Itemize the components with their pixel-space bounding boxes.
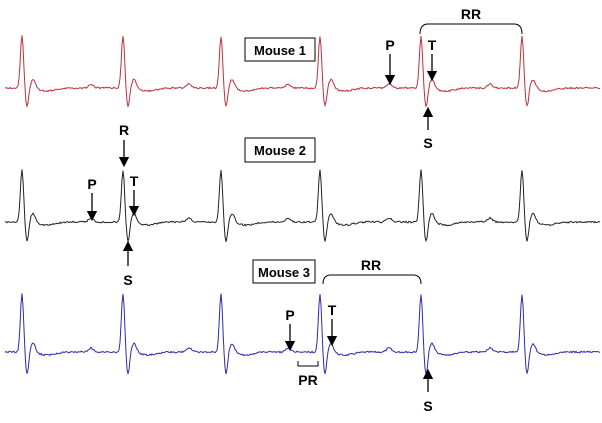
m1-rr-label: RR [461,6,481,22]
mouse-3-label-box: Mouse 3 [252,259,316,284]
m3-pr-bracket [297,361,319,367]
mouse-2-label: Mouse 2 [254,143,306,158]
m2-s-label: S [123,272,132,288]
ecg-trace-mouse-2 [4,169,601,243]
m1-p-label: P [385,37,394,53]
m3-rr-bracket [322,274,422,285]
mouse-1-label-box: Mouse 1 [244,37,316,62]
m2-r-label: R [119,122,129,138]
m2-t-label: T [130,173,139,189]
m1-rr-bracket [419,23,523,35]
ecg-trace-mouse-1 [4,35,601,108]
mouse-3-label: Mouse 3 [258,265,310,280]
ecg-trace-mouse-3 [4,293,601,375]
mouse-2-label-box: Mouse 2 [244,137,316,163]
m3-s-label: S [423,398,432,414]
m3-rr-label: RR [361,257,381,273]
m3-pr-label: PR [298,372,317,388]
m1-t-label: T [428,37,437,53]
mouse-1-label: Mouse 1 [254,43,306,58]
m2-p-label: P [87,176,96,192]
m3-t-label: T [328,302,337,318]
m1-s-label: S [423,135,432,151]
m3-p-label: P [285,307,294,323]
